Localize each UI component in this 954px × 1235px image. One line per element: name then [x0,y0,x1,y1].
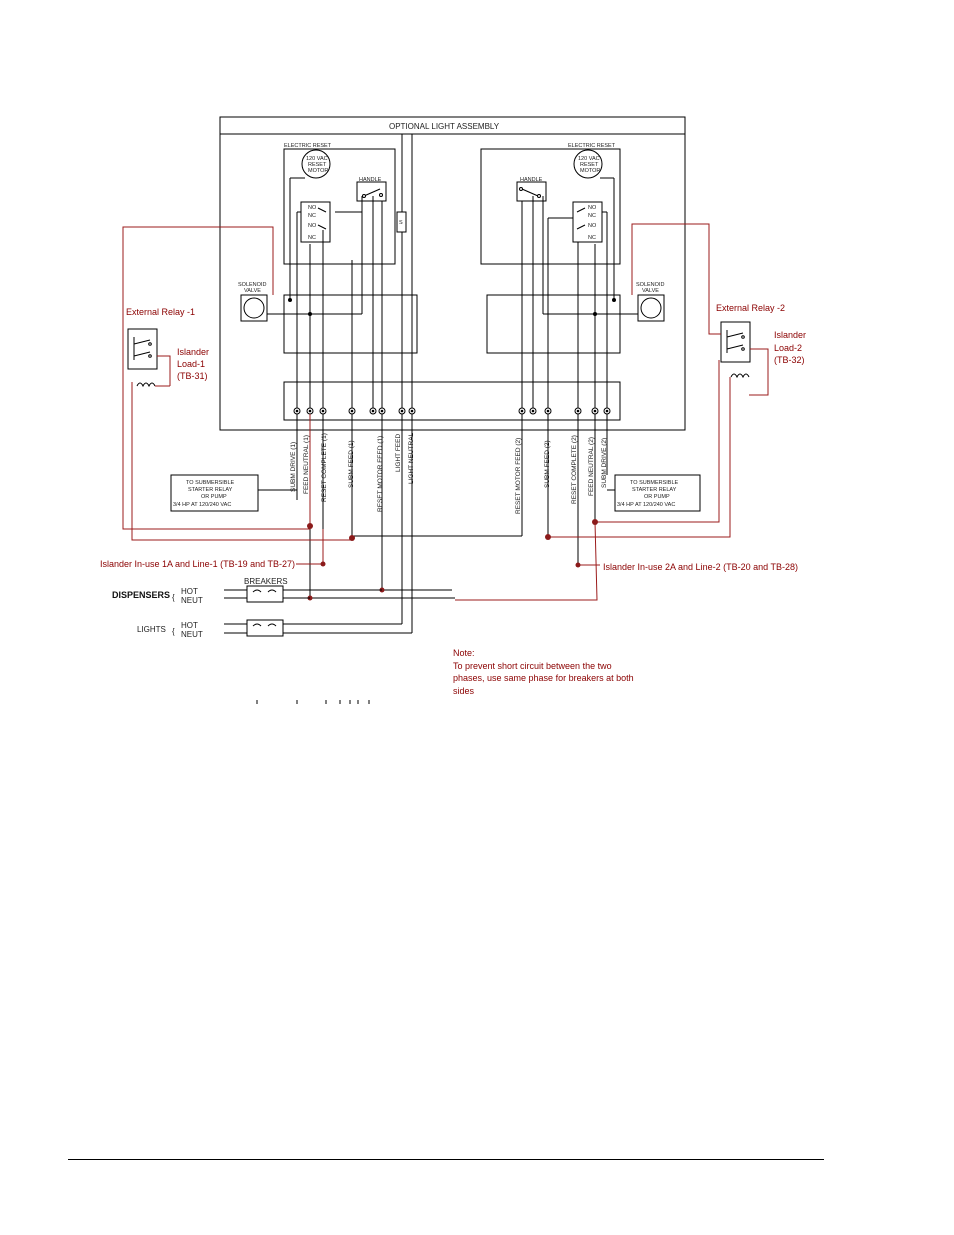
svg-text:RESET: RESET [308,162,327,168]
relay-right-title: External Relay -2 [716,303,785,313]
right-contact-block [572,201,603,243]
relay-left-wires [122,226,352,565]
footer-rule [68,1159,824,1160]
terminal-strip [283,381,621,421]
svg-text:NC: NC [308,235,316,241]
right-wires [521,177,615,411]
svg-text:RESET MOTOR FEED (2): RESET MOTOR FEED (2) [515,438,522,514]
left-terminal-labels: SUBM DRIVE (1) FEED NEUTRAL (1) RESET CO… [290,432,415,512]
dispensers-label: DISPENSERS [112,590,170,600]
svg-text:FEED NEUTRAL (2): FEED NEUTRAL (2) [588,437,595,496]
svg-text:NO: NO [588,223,597,229]
right-solenoid-valve [637,294,665,322]
scan-ticks [256,700,370,704]
svg-text:NC: NC [588,213,596,219]
svg-text:3/4 HP AT 120/240 VAC: 3/4 HP AT 120/240 VAC [617,502,675,508]
svg-text:{: { [172,627,175,636]
dispenser-breaker [246,585,284,603]
note-line-1: To prevent short circuit between the two [453,661,612,671]
right-reset-motor-icon [573,149,603,179]
svg-text:VALVE: VALVE [642,288,659,294]
svg-text:(TB-31): (TB-31) [177,371,208,381]
svg-text:Load-1: Load-1 [177,359,205,369]
svg-text:TO SUBMERSIBLE: TO SUBMERSIBLE [186,480,235,486]
right-terminal-labels: RESET MOTOR FEED (2) SUBM FEED (2) RESET… [515,435,608,514]
svg-text:HANDLE: HANDLE [359,177,382,183]
svg-text:RESET MOTOR FEED (1): RESET MOTOR FEED (1) [377,436,384,512]
svg-text:{: { [172,593,175,602]
svg-text:TO SUBMERSIBLE: TO SUBMERSIBLE [630,480,679,486]
svg-text:LIGHT FEED: LIGHT FEED [395,434,402,472]
svg-text:120 VAC: 120 VAC [306,156,328,162]
svg-text:MOTOR: MOTOR [580,168,600,174]
svg-text:SOLENOID: SOLENOID [636,282,664,288]
note-heading: Note: [453,648,475,658]
svg-text:NO: NO [588,205,597,211]
svg-text:SUBM FEED (2): SUBM FEED (2) [544,440,551,488]
note-line-2: phases, use same phase for breakers at b… [453,673,634,683]
svg-text:NEUT: NEUT [181,596,203,605]
assembly-title: OPTIONAL LIGHT ASSEMBLY [389,122,500,131]
svg-text:SOLENOID: SOLENOID [238,282,266,288]
left-handle-switch [356,181,387,202]
svg-text:RESET: RESET [580,162,599,168]
svg-text:HANDLE: HANDLE [520,177,543,183]
svg-text:NEUT: NEUT [181,630,203,639]
svg-text:RESET COMPLETE (2): RESET COMPLETE (2) [571,435,578,504]
svg-text:HOT: HOT [181,621,198,630]
svg-text:S: S [399,220,403,226]
in-use-right-label: Islander In-use 2A and Line-2 (TB-20 and… [603,562,798,572]
left-solenoid-valve [240,294,268,322]
svg-text:NO: NO [308,223,317,229]
red-junctions [307,519,598,601]
svg-text:MOTOR: MOTOR [308,168,328,174]
svg-text:Islander: Islander [177,347,209,357]
right-junction-box [486,294,621,354]
svg-text:Load-2: Load-2 [774,343,802,353]
svg-text:STARTER RELAY: STARTER RELAY [188,487,233,493]
breakers-label: BREAKERS [244,577,288,586]
svg-text:NO: NO [308,205,317,211]
svg-text:OR PUMP: OR PUMP [201,494,227,500]
in-use-left-label: Islander In-use 1A and Line-1 (TB-19 and… [100,559,295,569]
svg-text:RESET COMPLETE (1): RESET COMPLETE (1) [321,433,328,502]
svg-text:SUBM FEED (1): SUBM FEED (1) [348,440,355,488]
relay-right-wires [455,223,769,601]
assembly-frame [219,116,686,431]
svg-text:NC: NC [588,235,596,241]
left-contact-block [300,201,331,243]
relay-right-icon [720,321,751,363]
left-wires [289,134,413,411]
lights-breaker [246,619,284,637]
note-line-3: sides [453,686,475,696]
svg-text:(TB-32): (TB-32) [774,355,805,365]
relay-left-title: External Relay -1 [126,307,195,317]
svg-text:3/4 HP AT 120/240 VAC: 3/4 HP AT 120/240 VAC [173,502,231,508]
left-reset-motor-icon [301,149,331,179]
svg-text:STARTER RELAY: STARTER RELAY [632,487,677,493]
left-junction-box [283,294,418,354]
left-reset-unit [283,148,396,265]
right-starter-box [614,474,701,512]
svg-text:NC: NC [308,213,316,219]
svg-text:Islander: Islander [774,330,806,340]
svg-text:VALVE: VALVE [244,288,261,294]
svg-text:HOT: HOT [181,587,198,596]
left-starter-box [170,474,259,512]
svg-text:OR PUMP: OR PUMP [644,494,670,500]
right-electric-reset-label: ELECTRIC RESET [568,143,616,149]
left-electric-reset-label: ELECTRIC RESET [284,143,332,149]
right-handle-switch [516,181,547,202]
right-reset-unit [480,148,621,265]
terminal-points [288,298,616,415]
svg-text:SUBM DRIVE (2): SUBM DRIVE (2) [601,438,608,488]
svg-text:SUBM DRIVE (1): SUBM DRIVE (1) [290,442,297,492]
relay-left-icon [127,328,158,370]
svg-text:FEED NEUTRAL (1): FEED NEUTRAL (1) [303,435,310,494]
svg-text:120 VAC: 120 VAC [578,156,600,162]
lights-label: LIGHTS [137,625,166,634]
svg-text:LIGHT NEUTRAL: LIGHT NEUTRAL [408,432,415,484]
